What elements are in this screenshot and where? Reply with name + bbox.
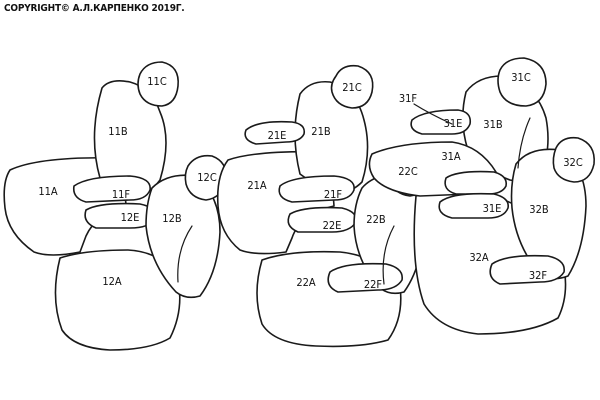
label-11b: 11B (108, 125, 128, 138)
label-22b: 22B (366, 213, 386, 226)
part-labels: 11C 11B 11A 11F 12C 12E 12B 12A 21C 21E … (38, 71, 583, 291)
seat-12a-cushion (54, 249, 181, 351)
headrest-21c (330, 64, 374, 109)
label-21c: 21C (342, 81, 362, 94)
label-31c: 31C (511, 71, 531, 84)
label-11f: 11F (112, 188, 131, 201)
label-22c: 22C (398, 165, 418, 178)
label-21e: 21E (268, 129, 287, 142)
label-21f: 21F (324, 188, 343, 201)
label-12c: 12C (197, 171, 217, 184)
label-21a: 21A (247, 179, 267, 192)
label-22a: 22A (296, 276, 316, 289)
armrest-21f (278, 175, 355, 203)
armrest-32f (489, 254, 565, 285)
leader-31f (413, 103, 453, 125)
label-32c: 32C (563, 156, 583, 169)
label-31b: 31B (483, 118, 503, 131)
label-21b: 21B (311, 125, 331, 138)
label-12a: 12A (102, 275, 122, 288)
label-31a: 31A (441, 150, 461, 163)
armrest-31e-lower (438, 192, 510, 219)
seat-group-3 (368, 57, 595, 335)
copyright-notice: COPYRIGHT© А.Л.КАРПЕНКО 2019Г. (4, 3, 185, 14)
seat-12-seam (177, 225, 193, 283)
armrest-31e-upper (444, 170, 508, 195)
label-11a: 11A (38, 185, 58, 198)
label-31f: 31F (399, 92, 418, 105)
seat-11b-backrest (93, 80, 167, 196)
label-31e-upper: 31E (444, 117, 463, 130)
seat-group-2 (216, 64, 432, 348)
headrest-32c (552, 136, 595, 183)
seat-22-seam (382, 225, 395, 285)
label-32f: 32F (529, 269, 548, 282)
label-32a: 32A (469, 251, 489, 264)
headrest-11c (137, 61, 179, 107)
label-12b: 12B (162, 212, 182, 225)
armrest-11f (72, 175, 151, 203)
label-22f: 22F (364, 278, 383, 291)
seat-31-seam (517, 117, 531, 169)
seat-group-1 (3, 61, 228, 351)
seat-21b-backrest (294, 80, 369, 194)
armrest-21e (244, 120, 306, 145)
armrest-31f (410, 109, 472, 135)
label-32b: 32B (529, 203, 549, 216)
headrest-31c (497, 57, 547, 107)
label-11c: 11C (147, 75, 167, 88)
label-22e: 22E (323, 219, 342, 232)
label-12e: 12E (121, 211, 140, 224)
label-31e-lower: 31E (483, 202, 502, 215)
